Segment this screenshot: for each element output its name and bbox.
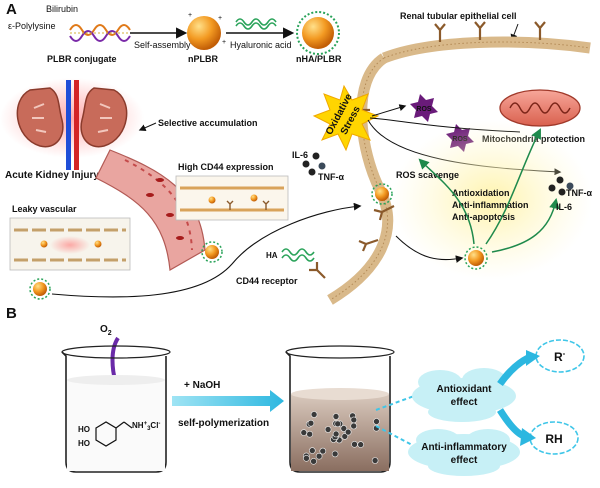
nanoparticle-middle <box>201 241 223 263</box>
panel-b-label: B <box>6 305 17 322</box>
particle <box>341 433 349 440</box>
nha-plbr-label: nHA/PLBR <box>296 54 342 64</box>
svg-text:+: + <box>218 15 222 22</box>
ros-star-top: ROS <box>410 94 438 122</box>
cytokine-cluster-right <box>548 176 574 196</box>
internalization-arrow <box>395 235 464 263</box>
nha-plbr-nanoparticle <box>296 11 340 55</box>
antioxidation-label: Antioxidation <box>452 188 510 198</box>
green-arrow-cytokine <box>491 197 560 253</box>
particle <box>350 416 358 424</box>
kidney-illustration <box>16 80 128 170</box>
particle <box>371 457 379 464</box>
particle <box>319 447 327 455</box>
nanoparticle-left <box>29 278 51 300</box>
ho-label-1: HO <box>78 425 90 434</box>
antioxidant-cloud <box>412 368 516 422</box>
particle <box>344 428 352 436</box>
leaky-vascular-box <box>9 217 131 271</box>
leaky-vascular-label: Leaky vascular <box>12 204 77 214</box>
nanoparticle-cell-bottom <box>464 246 488 270</box>
aki-label: Acute Kidney Injury <box>5 170 99 181</box>
particle <box>340 425 348 432</box>
anti-inflammatory-label-1: Anti-inflammatory <box>421 442 507 453</box>
svg-text:+: + <box>222 39 226 46</box>
mitochondria-icon <box>499 89 581 127</box>
tnfa-right-label: TNF-α <box>566 188 592 198</box>
selective-accumulation-label: Selective accumulation <box>158 118 258 128</box>
particle <box>324 426 332 433</box>
cytokine-cluster-left <box>302 152 326 176</box>
nplbr-nanoparticle <box>187 16 221 50</box>
self-assembly-label: Self-assembly <box>134 40 191 50</box>
plbr-conjugate-icon <box>69 24 131 42</box>
particle <box>332 430 340 438</box>
arrow-to-r-minus <box>497 354 530 387</box>
connector-anti-inflammatory <box>375 425 415 447</box>
oxidative-stress-burst <box>312 84 380 152</box>
particle <box>307 419 315 427</box>
dopamine-structure <box>95 421 133 447</box>
cd44-receptor-label: CD44 receptor <box>236 276 298 286</box>
anti-inflammatory-cloud <box>408 429 520 476</box>
r-minus-label: R- <box>554 349 566 364</box>
rh-label: RH <box>545 432 562 446</box>
ros-scavenge-label: ROS scavenge <box>396 170 459 180</box>
amine-label: NH+3Cl- <box>132 421 160 432</box>
particle <box>350 422 358 430</box>
ho-label-2: HO <box>78 439 90 448</box>
nanoparticle-cell-top <box>371 183 393 205</box>
polydopamine-particles <box>300 411 380 465</box>
targeting-path-arrow <box>51 202 362 298</box>
particle <box>303 454 310 462</box>
self-polymerization-label: self-polymerization <box>178 418 269 429</box>
particle <box>331 450 339 458</box>
svg-text:+: + <box>188 12 192 19</box>
naoh-arrow <box>172 390 284 412</box>
panel-a-label: A <box>6 1 17 18</box>
green-arrow-ros <box>418 158 475 245</box>
particle <box>310 411 318 418</box>
high-cd44-label: High CD44 expression <box>178 162 274 172</box>
green-arrow-mito <box>485 128 541 245</box>
o2-label: O2 <box>100 324 112 337</box>
tnfa-left-label: TNF-α <box>318 172 344 182</box>
bilirubin-label: Bilirubin <box>46 4 78 14</box>
ha-chain-icon <box>281 248 315 256</box>
anti-inflammation-label: Anti-inflammation <box>452 200 529 210</box>
conjugate-label: PLBR conjugate <box>47 54 117 64</box>
polylysine-label: ε-Polylysine <box>8 21 56 31</box>
svg-text:ROS: ROS <box>416 106 432 113</box>
nplbr-label: nPLBR <box>188 54 218 64</box>
renal-cell-label: Renal tubular epithelial cell <box>400 11 517 21</box>
hyaluronic-acid-label: Hyaluronic acid <box>230 40 292 50</box>
particle <box>308 447 316 454</box>
ha-label: HA <box>266 251 278 260</box>
high-cd44-box <box>175 175 289 221</box>
hyaluronic-acid-icon <box>235 18 277 26</box>
particle <box>373 418 380 425</box>
anti-apoptosis-label: Anti-apoptosis <box>452 212 515 222</box>
arrow-to-rh <box>497 408 526 440</box>
particle <box>306 430 314 438</box>
particle <box>357 441 365 448</box>
particle <box>334 420 342 428</box>
particle <box>332 413 340 420</box>
anti-inflammatory-label-2: effect <box>451 455 478 466</box>
cell-glow <box>392 120 592 280</box>
particle <box>315 452 323 460</box>
particle <box>310 457 317 465</box>
antioxidant-label-1: Antioxidant <box>437 384 493 395</box>
naoh-label: + NaOH <box>184 380 220 391</box>
beaker-left <box>61 345 171 473</box>
particle <box>300 429 308 436</box>
il6-right-label: IL-6 <box>556 202 572 212</box>
blood-vessel <box>95 149 206 271</box>
antioxidant-label-2: effect <box>451 397 478 408</box>
il6-left-label: IL-6 <box>292 150 308 160</box>
particle <box>351 440 358 448</box>
